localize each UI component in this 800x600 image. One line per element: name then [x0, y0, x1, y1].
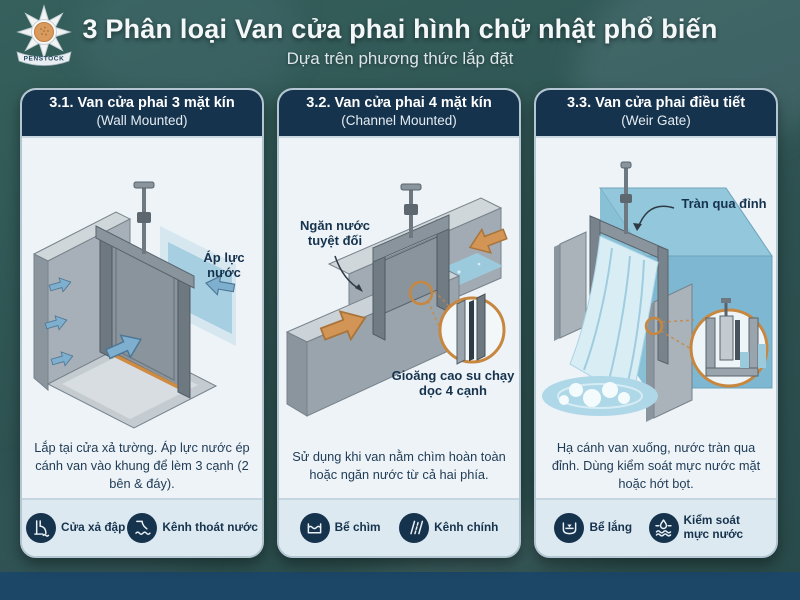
callout-overflow: Tràn qua đỉnh — [681, 195, 767, 211]
card1-subtitle: (Wall Mounted) — [96, 113, 188, 129]
tag-label: Kênh thoát nước — [162, 520, 258, 534]
tag-label: Kiểm soát mực nước — [683, 513, 744, 541]
main-channel-icon — [399, 512, 430, 543]
weir-gate-diagram: Tràn qua đỉnh — [536, 138, 776, 434]
card3-subtitle: (Weir Gate) — [621, 113, 691, 129]
card1-header: 3.1. Van cửa phai 3 mặt kín (Wall Mounte… — [22, 90, 262, 138]
wall-mounted-diagram: Áp lực nước — [22, 138, 262, 434]
leader-line — [637, 205, 675, 228]
card2-title: 3.2. Van cửa phai 4 mặt kín — [306, 95, 492, 111]
seal-magnifier — [408, 280, 506, 365]
card2-description: Sử dụng khi van nằm chìm hoàn toàn hoặc … — [292, 448, 506, 482]
card3-tags: Bể lắng Kiểm soát mực nước — [536, 497, 776, 556]
card-wall-mounted: 3.1. Van cửa phai 3 mặt kín (Wall Mounte… — [20, 88, 264, 558]
pressure-arrows — [44, 274, 236, 367]
settling-tank-icon — [554, 512, 585, 543]
card2-header: 3.2. Van cửa phai 4 mặt kín (Channel Mou… — [279, 90, 519, 138]
tag-label: Bể lắng — [589, 520, 633, 534]
weir-gate-illustration — [542, 161, 773, 422]
card1-title: 3.1. Van cửa phai 3 mặt kín — [49, 95, 235, 111]
callout-rubber-seal: Gioăng cao su chạy dọc 4 cạnh — [391, 367, 515, 399]
tag-label: Cửa xả đập — [61, 520, 126, 534]
seal-bottom — [105, 349, 183, 391]
card2-subtitle: (Channel Mounted) — [341, 113, 457, 129]
card3-header: 3.3. Van cửa phai điều tiết (Weir Gate) — [536, 90, 776, 138]
card2-tags: Bể chìm Kênh chính — [279, 497, 519, 556]
card-channel-mounted: 3.2. Van cửa phai 4 mặt kín (Channel Mou… — [277, 88, 521, 558]
tag-settling-tank: Bể lắng — [554, 512, 633, 543]
callout-water-block: Ngăn nước tuyệt đối — [300, 217, 370, 249]
waterfall — [542, 234, 659, 416]
drain-channel-icon — [127, 512, 158, 543]
dam-outlet-icon — [26, 512, 57, 543]
tag-dam-outlet: Cửa xả đập — [26, 512, 126, 543]
penstock-logo: PENSTOCK — [8, 2, 80, 83]
channel-mounted-illustration — [285, 183, 508, 417]
card1-description: Lắp tại cửa xả tường. Áp lực nước ép cán… — [34, 439, 250, 491]
card3-description: Hạ cánh van xuống, nước tràn qua đỉnh. D… — [551, 439, 761, 491]
rubber-seal — [469, 299, 474, 361]
tag-main-channel: Kênh chính — [399, 512, 499, 543]
logo-text: PENSTOCK — [24, 56, 65, 63]
cards-row: 3.1. Van cửa phai 3 mặt kín (Wall Mounte… — [20, 88, 778, 558]
card-weir-gate: 3.3. Van cửa phai điều tiết (Weir Gate) — [534, 88, 778, 558]
channel-mounted-diagram: Ngăn nước tuyệt đối Gioăng cao su chạy d… — [279, 138, 519, 434]
page-title: 3 Phân loại Van cửa phai hình chữ nhật p… — [82, 14, 718, 44]
logo-star-icon: PENSTOCK — [16, 4, 72, 66]
gate-assembly — [372, 183, 450, 341]
card3-title: 3.3. Van cửa phai điều tiết — [566, 95, 746, 111]
card1-tags: Cửa xả đập Kênh thoát nước — [22, 497, 262, 556]
tag-label: Kênh chính — [434, 520, 499, 534]
callout-water-pressure: Áp lực nước — [203, 249, 245, 281]
water-level-icon — [648, 512, 679, 543]
sunken-tank-icon — [299, 512, 330, 543]
page-header: 3 Phân loại Van cửa phai hình chữ nhật p… — [0, 0, 800, 69]
bottom-bar — [0, 572, 800, 600]
wall-mounted-illustration — [32, 181, 236, 429]
page-subtitle: Dựa trên phương thức lắp đặt — [286, 49, 514, 68]
water-body — [168, 241, 232, 334]
tag-drain-channel: Kênh thoát nước — [127, 512, 258, 543]
section-magnifier — [644, 297, 769, 388]
tag-water-level: Kiểm soát mực nước — [648, 512, 758, 543]
tag-label: Bể chìm — [334, 520, 381, 534]
gate-assembly — [95, 181, 195, 399]
tag-sunken-tank: Bể chìm — [299, 512, 381, 543]
flow-arrows — [319, 227, 508, 341]
